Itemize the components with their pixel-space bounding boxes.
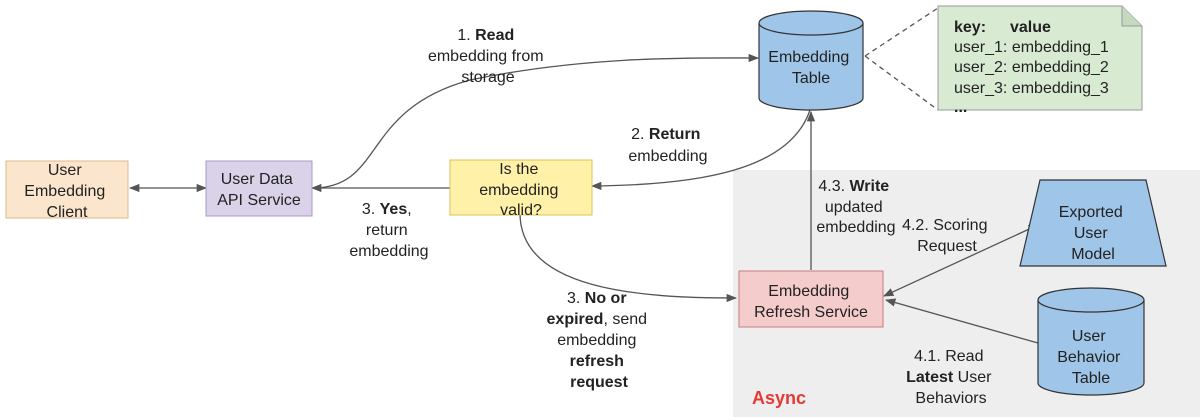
note-row: ...	[954, 99, 967, 116]
refresh-label: Embedding Refresh Service	[754, 283, 868, 321]
user-data-api-service	[205, 160, 313, 217]
edge-read	[311, 53, 760, 189]
edge-return	[590, 109, 811, 191]
edge-latest	[884, 298, 1039, 344]
async-label: Async	[752, 388, 806, 408]
edge-scoring	[883, 224, 1039, 297]
model-label: Exported User Model	[1059, 204, 1128, 263]
edge-no-expired	[519, 212, 738, 303]
note-fold	[1121, 6, 1142, 27]
latest-label: 4.1. Read Latest User Behaviors	[906, 348, 996, 407]
edges	[128, 7, 1039, 344]
note-header-value: value	[1010, 19, 1051, 36]
exported-user-model	[1019, 179, 1167, 267]
scoring-label: 4.2. Scoring Request	[902, 217, 992, 255]
embedding-table-label: Embedding Table	[768, 49, 853, 87]
no-expired-label: 3. No or expired, send embedding refresh…	[547, 290, 652, 391]
edge-note-bottom	[864, 55, 939, 111]
edge-note-top	[864, 7, 939, 57]
user-behavior-table-cylinder	[1037, 287, 1145, 396]
user-embedding-client	[5, 160, 129, 219]
client-label: User Embedding Client	[24, 162, 109, 221]
yes-label: 3. Yes, return embedding	[349, 201, 428, 260]
note-row: user_3: embedding_3	[954, 80, 1109, 97]
note-header-key: key:	[954, 19, 986, 36]
return-label: 2. Return embedding	[628, 126, 707, 165]
note-row: user_1: embedding_1	[954, 39, 1109, 56]
validity-check	[449, 159, 593, 216]
embedding-table-cylinder	[758, 10, 864, 111]
key-value-note	[937, 5, 1143, 111]
behavior-table-label: User Behavior Table	[1057, 328, 1125, 387]
read-label: 1. Read embedding from storage	[428, 27, 548, 86]
note-row: user_2: embedding_2	[954, 59, 1109, 76]
api-label: User Data API Service	[217, 171, 301, 209]
write-label: 4.3. Write updated embedding	[816, 178, 895, 236]
embedding-refresh-service	[738, 270, 884, 328]
validity-label: Is the embedding valid?	[479, 161, 563, 219]
